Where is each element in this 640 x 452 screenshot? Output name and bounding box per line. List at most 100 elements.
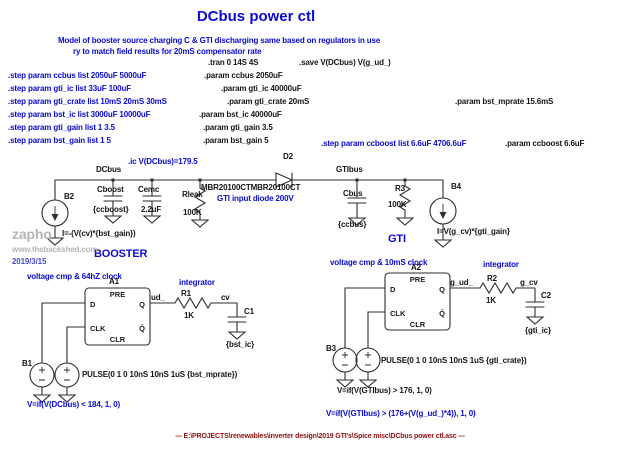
a2-dflop[interactable]: PRE D CLK CLR Q Q̄: [384, 272, 451, 331]
cemc-value[interactable]: 2.2uF: [141, 205, 162, 214]
node-label-ud[interactable]: ud_: [151, 293, 165, 302]
r1-value[interactable]: 1K: [184, 311, 194, 320]
r2-resistor[interactable]: [479, 281, 517, 295]
a1-ref[interactable]: A1: [109, 277, 119, 286]
b4-value[interactable]: I=V(g_cv)*{gti_gain}: [437, 227, 510, 236]
r1-ref[interactable]: R1: [181, 289, 191, 298]
comment-gti-formula[interactable]: V=if(V(GTIbus) > (176+(V(g_ud_)*4)), 1, …: [326, 409, 476, 418]
b2-ref[interactable]: B2: [64, 192, 74, 201]
c2-ref[interactable]: C2: [541, 291, 551, 300]
a1-pin-q: Q: [139, 300, 145, 309]
directive-param-bst-ic[interactable]: .param bst_ic 40000uF: [199, 110, 282, 119]
directive-step-gti-ic[interactable]: .step param gti_ic list 33uF 100uF: [8, 84, 131, 93]
c1-ref[interactable]: C1: [244, 307, 254, 316]
c1-value[interactable]: {bst_ic}: [226, 340, 255, 349]
cbus-ref[interactable]: Cbus: [343, 189, 363, 198]
node-label-cv[interactable]: cv: [221, 293, 230, 302]
dflop-body: [384, 272, 451, 331]
b2-current-source[interactable]: [41, 179, 69, 246]
comment-boost-integrator[interactable]: integrator: [179, 278, 215, 287]
d2-diode[interactable]: [275, 172, 294, 188]
b4-ref[interactable]: B4: [451, 182, 461, 191]
r3-ref[interactable]: R3: [395, 184, 405, 193]
b1-voltage-source[interactable]: [29, 362, 55, 403]
resistor-symbol: [398, 185, 412, 211]
r2-value[interactable]: 1K: [486, 296, 496, 305]
rleak-value[interactable]: 100K: [183, 208, 202, 217]
directive-param-gti-crate[interactable]: .param gti_crate 20mS: [227, 97, 310, 106]
capacitor-symbol: [142, 179, 162, 217]
comment-boost-formula[interactable]: V=if(V(DCbus) < 184, 1, 0): [27, 400, 121, 409]
c1-capacitor[interactable]: [227, 302, 247, 340]
r3-value[interactable]: 100K: [388, 200, 407, 209]
comment-subtitle-2[interactable]: ry to match field results for 20mS compe…: [73, 47, 262, 56]
rleak-resistor[interactable]: [190, 179, 210, 228]
cboost-capacitor[interactable]: [103, 179, 123, 224]
resistor-symbol: [193, 187, 207, 213]
v2-pulse-source[interactable]: [355, 347, 381, 388]
cboost-value[interactable]: {ccboost}: [93, 205, 129, 214]
b1-ref[interactable]: B1: [22, 359, 32, 368]
d2-ref[interactable]: D2: [283, 152, 293, 161]
a1-pin-d: D: [90, 300, 96, 309]
directive-step-ccboost[interactable]: .step param ccboost list 6.6uF 4706.6uF: [321, 139, 467, 148]
directive-tran[interactable]: .tran 0 14S 4S: [208, 58, 259, 67]
r3-resistor[interactable]: [395, 179, 415, 226]
ground-icon: [190, 219, 210, 228]
b2-value[interactable]: I=-(V(cv)*{bst_gain}): [62, 229, 136, 238]
schematic-title[interactable]: DCbus power ctl: [196, 8, 316, 25]
directive-ic[interactable]: .ic V(DCbus)=179.5: [128, 157, 198, 166]
a1-dflop[interactable]: PRE D CLK CLR Q Q̄: [84, 287, 151, 346]
section-booster[interactable]: BOOSTER: [94, 248, 148, 260]
ground-icon: [32, 394, 52, 403]
d2-value[interactable]: MBR20100CTMBR20100CT: [201, 183, 301, 192]
directive-step-bst-gain[interactable]: .step param bst_gain list 1 5: [8, 136, 111, 145]
section-gti[interactable]: GTI: [388, 233, 406, 245]
a2-ref[interactable]: A2: [411, 263, 421, 272]
r2-ref[interactable]: R2: [487, 274, 497, 283]
b4-current-source[interactable]: [429, 179, 457, 248]
comment-gti-integrator[interactable]: integrator: [483, 260, 519, 269]
directive-step-ccbus[interactable]: .step param ccbus list 2050uF 5000uF: [8, 71, 147, 80]
ground-icon: [335, 379, 355, 388]
ground-icon: [395, 217, 415, 226]
cemc-capacitor[interactable]: [142, 179, 162, 224]
comment-boost-clock[interactable]: voltage cmp & 64hZ clock: [27, 272, 122, 281]
directive-step-gti-gain[interactable]: .step param gti_gain list 1 3.5: [8, 123, 115, 132]
node-label-g-ud[interactable]: g_ud_: [450, 278, 473, 287]
directive-param-ccbus[interactable]: .param ccbus 2050uF: [204, 71, 283, 80]
comment-subtitle-1[interactable]: Model of booster source charging C & GTI…: [58, 36, 381, 45]
directive-param-ccboost[interactable]: .param ccboost 6.6uF: [505, 139, 585, 148]
cbus-capacitor[interactable]: [347, 179, 367, 226]
v1-pulse-source[interactable]: [54, 362, 80, 403]
rleak-ref[interactable]: Rleak: [182, 190, 203, 199]
directive-step-bst-ic[interactable]: .step param bst_ic list 3000uF 10000uF: [8, 110, 151, 119]
plus-minus-marks: [342, 352, 348, 366]
directive-param-bst-mprate[interactable]: .param bst_mprate 15.6mS: [455, 97, 554, 106]
comment-gti-clock[interactable]: voltage cmp & 10mS clock: [330, 258, 428, 267]
node-label-gtibus[interactable]: GTIbus: [336, 165, 363, 174]
directive-param-bst-gain[interactable]: .param bst_gain 5: [203, 136, 269, 145]
c2-capacitor[interactable]: [525, 287, 545, 325]
resistor-symbol: [174, 296, 212, 310]
v1-value[interactable]: PULSE(0 1 0 10nS 10nS 1uS {bst_mprate}): [82, 370, 238, 379]
b3-voltage-source[interactable]: [332, 347, 358, 388]
r1-resistor[interactable]: [174, 296, 212, 310]
b3-ref[interactable]: B3: [326, 344, 336, 353]
directive-param-gti-ic[interactable]: .param gti_ic 40000uF: [221, 84, 302, 93]
capacitor-symbol: [227, 302, 247, 333]
v2-value[interactable]: PULSE(0 1 0 10nS 10nS 1uS {gti_crate}): [381, 356, 527, 365]
cemc-ref[interactable]: Cemc: [138, 185, 160, 194]
node-label-dcbus[interactable]: DCbus: [96, 165, 122, 174]
directive-step-gti-crate[interactable]: .step param gti_crate list 10mS 20mS 30m…: [8, 97, 167, 106]
directive-save[interactable]: .save V(DCbus) V(g_ud_): [299, 58, 391, 67]
c2-value[interactable]: {gti_ic}: [525, 326, 551, 335]
b3-value[interactable]: V=if(V(GTIbus) > 176, 1, 0): [337, 386, 432, 395]
a2-pin-qbar: Q̄: [439, 309, 445, 318]
comment-gti-diode[interactable]: GTI input diode 200V: [217, 194, 294, 203]
cbus-value[interactable]: {ccbus}: [338, 220, 367, 229]
node-label-g-cv[interactable]: g_cv: [520, 278, 538, 287]
gti-wires: [344, 287, 536, 349]
cboost-ref[interactable]: Cboost: [97, 185, 124, 194]
directive-param-gti-gain[interactable]: .param gti_gain 3.5: [203, 123, 273, 132]
